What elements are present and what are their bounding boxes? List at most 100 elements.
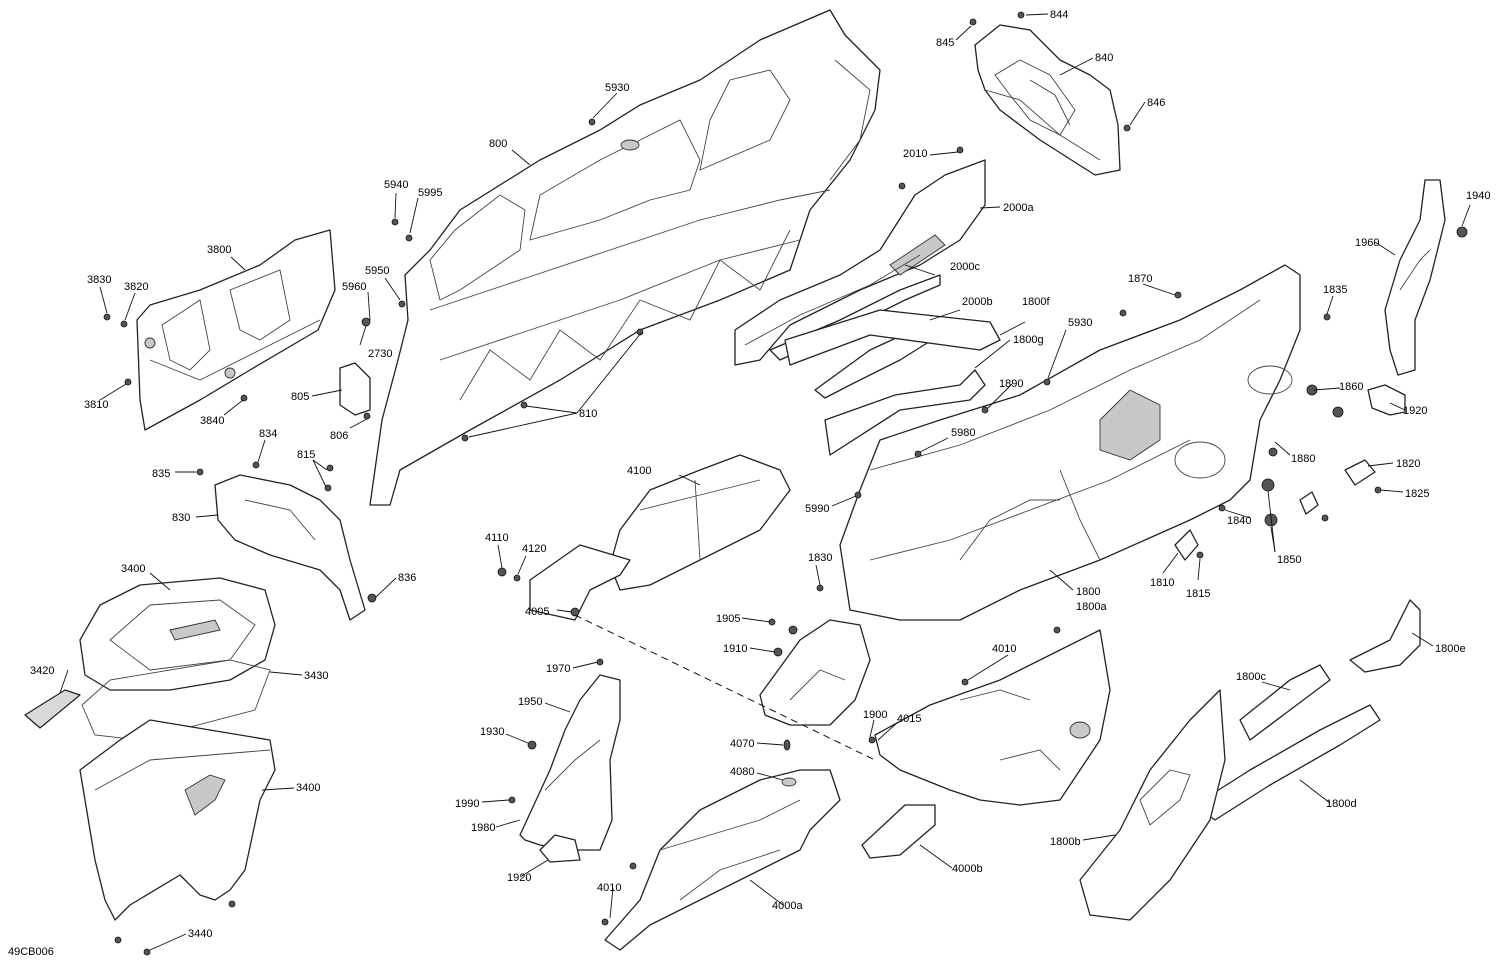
callout-815: 815 xyxy=(297,449,315,461)
callout-1800c: 1800c xyxy=(1236,671,1266,683)
callout-4080: 4080 xyxy=(730,766,754,778)
callout-1820: 1820 xyxy=(1396,458,1420,470)
callout-5950: 5950 xyxy=(365,265,389,277)
callout-4000b: 4000b xyxy=(952,863,983,875)
callout-1830: 1830 xyxy=(808,552,832,564)
part-1800g-seal xyxy=(824,369,986,456)
callout-4010-b: 4010 xyxy=(597,882,621,894)
callout-1810: 1810 xyxy=(1150,577,1174,589)
callout-4005: 4005 xyxy=(525,606,549,618)
callout-3830: 3830 xyxy=(87,274,111,286)
callout-2000c: 2000c xyxy=(950,261,980,273)
part-4100-duct xyxy=(609,454,791,591)
part-3430-gasket xyxy=(81,659,271,741)
callout-3840: 3840 xyxy=(200,415,224,427)
part-840-bracket xyxy=(974,24,1121,176)
part-1800d-panel xyxy=(1194,704,1381,821)
callout-810: 810 xyxy=(579,408,597,420)
part-3400-box xyxy=(79,719,276,921)
callout-1850: 1850 xyxy=(1277,554,1301,566)
callout-1825: 1825 xyxy=(1405,488,1429,500)
callout-1800e: 1800e xyxy=(1435,643,1466,655)
callout-1880: 1880 xyxy=(1291,453,1315,465)
part-3420-strip xyxy=(24,689,81,729)
callout-5990: 5990 xyxy=(805,503,829,515)
callout-5930: 5930 xyxy=(605,82,629,94)
alignment-dashed-line xyxy=(574,614,876,761)
part-1800-pillar xyxy=(759,619,871,726)
part-4005-plate xyxy=(529,544,631,621)
callout-4120: 4120 xyxy=(522,543,546,555)
part-1800e-piece xyxy=(1349,599,1421,673)
callout-830: 830 xyxy=(172,512,190,524)
callout-844: 844 xyxy=(1050,9,1068,21)
hardware-fasteners xyxy=(103,11,1468,956)
callout-1800: 1800 xyxy=(1076,586,1100,598)
part-800-rear-panel xyxy=(369,9,881,506)
part-3400-lid xyxy=(79,577,276,691)
callout-3420: 3420 xyxy=(30,665,54,677)
part-1920-right xyxy=(1367,384,1406,416)
part-1800-main-panel xyxy=(839,264,1301,621)
callout-1840: 1840 xyxy=(1227,515,1251,527)
callout-3400-b: 3400 xyxy=(296,782,320,794)
drawing-reference: 49CB006 xyxy=(8,946,54,958)
callout-1910: 1910 xyxy=(723,643,747,655)
callout-1990: 1990 xyxy=(455,798,479,810)
callout-1800a: 1800a xyxy=(1076,601,1107,613)
callout-4110: 4110 xyxy=(485,532,509,544)
callout-labels: 844 845 840 846 5930 800 2010 2000a 1940… xyxy=(30,9,1490,940)
part-1960-bracket xyxy=(1384,179,1446,376)
callout-1905: 1905 xyxy=(716,613,740,625)
callout-1950: 1950 xyxy=(518,696,542,708)
callout-1920-b: 1920 xyxy=(507,872,531,884)
callout-1890: 1890 xyxy=(999,378,1023,390)
part-4000b-plate xyxy=(861,804,936,859)
callout-1940: 1940 xyxy=(1466,190,1490,202)
part-4000a-tray xyxy=(604,769,841,951)
callout-806: 806 xyxy=(330,430,348,442)
callout-1920: 1920 xyxy=(1403,405,1427,417)
callout-1900: 1900 xyxy=(863,709,887,721)
callout-3430: 3430 xyxy=(304,670,328,682)
callout-1870: 1870 xyxy=(1128,273,1152,285)
callout-805: 805 xyxy=(291,391,309,403)
part-4010-housing xyxy=(874,629,1111,806)
callout-1835: 1835 xyxy=(1323,284,1347,296)
callout-3400: 3400 xyxy=(121,563,145,575)
callout-2000b: 2000b xyxy=(962,296,993,308)
callout-1980: 1980 xyxy=(471,822,495,834)
part-1800c-panel xyxy=(1239,664,1331,741)
callout-4100: 4100 xyxy=(627,465,651,477)
callout-3440: 3440 xyxy=(188,928,212,940)
callout-4015: 4015 xyxy=(897,713,921,725)
callout-4000a: 4000a xyxy=(772,900,803,912)
part-805-plate xyxy=(339,362,371,416)
callout-1800g: 1800g xyxy=(1013,334,1044,346)
callout-3800: 3800 xyxy=(207,244,231,256)
callout-5995: 5995 xyxy=(418,187,442,199)
callout-834: 834 xyxy=(259,428,277,440)
callout-2730: 2730 xyxy=(368,348,392,360)
callout-800: 800 xyxy=(489,138,507,150)
callout-840: 840 xyxy=(1095,52,1113,64)
callout-5960: 5960 xyxy=(342,281,366,293)
callout-835: 835 xyxy=(152,468,170,480)
callout-1800b: 1800b xyxy=(1050,836,1081,848)
callout-846: 846 xyxy=(1147,97,1165,109)
callout-5980: 5980 xyxy=(951,427,975,439)
leader-lines xyxy=(59,13,1471,951)
part-1920-lower xyxy=(539,834,581,863)
callout-5940: 5940 xyxy=(384,179,408,191)
callout-1800f: 1800f xyxy=(1022,296,1050,308)
part-1800b-panel xyxy=(1079,689,1226,921)
callout-1860: 1860 xyxy=(1339,381,1363,393)
callout-845: 845 xyxy=(936,37,954,49)
callout-2010: 2010 xyxy=(903,148,927,160)
callout-4010: 4010 xyxy=(992,643,1016,655)
part-2000a-trim xyxy=(734,159,986,366)
part-1800f-seal xyxy=(784,309,1001,366)
callout-1815: 1815 xyxy=(1186,588,1210,600)
callout-1800d: 1800d xyxy=(1326,798,1357,810)
